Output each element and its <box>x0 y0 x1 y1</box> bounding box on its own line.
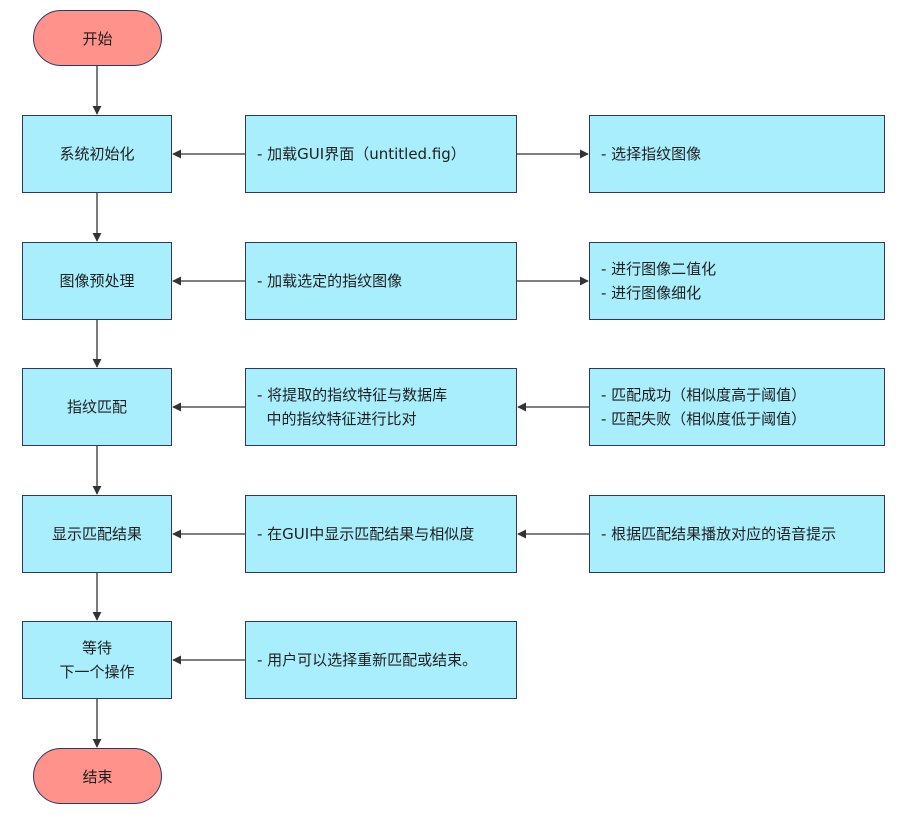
process-step-text: 等待 <box>81 639 112 657</box>
detail-box: - 将提取的指纹特征与数据库 中的指纹特征进行比对 <box>245 368 517 446</box>
detail-box-text: - 在GUI中显示匹配结果与相似度 <box>257 525 475 543</box>
end-label: 结束 <box>82 767 113 786</box>
detail-box-text: - 用户可以选择重新匹配或结束。 <box>257 651 478 669</box>
side-box: - 进行图像二值化 - 进行图像细化 <box>589 242 885 320</box>
detail-box-text: - 将提取的指纹特征与数据库 <box>257 386 448 404</box>
side-box-text: - 选择指纹图像 <box>601 145 702 163</box>
side-box-text: - 进行图像细化 <box>601 284 702 302</box>
process-step-text: 显示匹配结果 <box>51 525 142 543</box>
start-terminal: 开始 <box>33 10 162 66</box>
side-box-text: - 匹配失败（相似度低于阈值） <box>601 410 807 428</box>
process-step-text: 下一个操作 <box>59 663 135 681</box>
side-box-text: - 匹配成功（相似度高于阈值） <box>601 386 807 404</box>
detail-box: - 用户可以选择重新匹配或结束。 <box>245 621 517 699</box>
process-step: 图像预处理 <box>22 242 172 320</box>
side-box: - 根据匹配结果播放对应的语音提示 <box>589 495 885 573</box>
process-step: 系统初始化 <box>22 115 172 193</box>
start-label: 开始 <box>82 29 113 48</box>
detail-box: - 加载选定的指纹图像 <box>245 242 517 320</box>
end-terminal: 结束 <box>33 748 162 804</box>
process-step-text: 指纹匹配 <box>66 398 127 416</box>
detail-box: - 在GUI中显示匹配结果与相似度 <box>245 495 517 573</box>
side-box: - 匹配成功（相似度高于阈值） - 匹配失败（相似度低于阈值） <box>589 368 885 446</box>
process-step: 指纹匹配 <box>22 368 172 446</box>
process-step: 等待下一个操作 <box>22 621 172 699</box>
side-box-text: - 进行图像二值化 <box>601 260 717 278</box>
detail-box-text: - 加载GUI界面（untitled.fig） <box>257 145 466 163</box>
process-step-text: 系统初始化 <box>59 145 135 163</box>
side-box-text: - 根据匹配结果播放对应的语音提示 <box>601 525 837 543</box>
process-step-text: 图像预处理 <box>59 272 135 290</box>
detail-box: - 加载GUI界面（untitled.fig） <box>245 115 517 193</box>
side-box: - 选择指纹图像 <box>589 115 885 193</box>
process-step: 显示匹配结果 <box>22 495 172 573</box>
detail-box-text: 中的指纹特征进行比对 <box>257 410 417 428</box>
detail-box-text: - 加载选定的指纹图像 <box>257 272 403 290</box>
